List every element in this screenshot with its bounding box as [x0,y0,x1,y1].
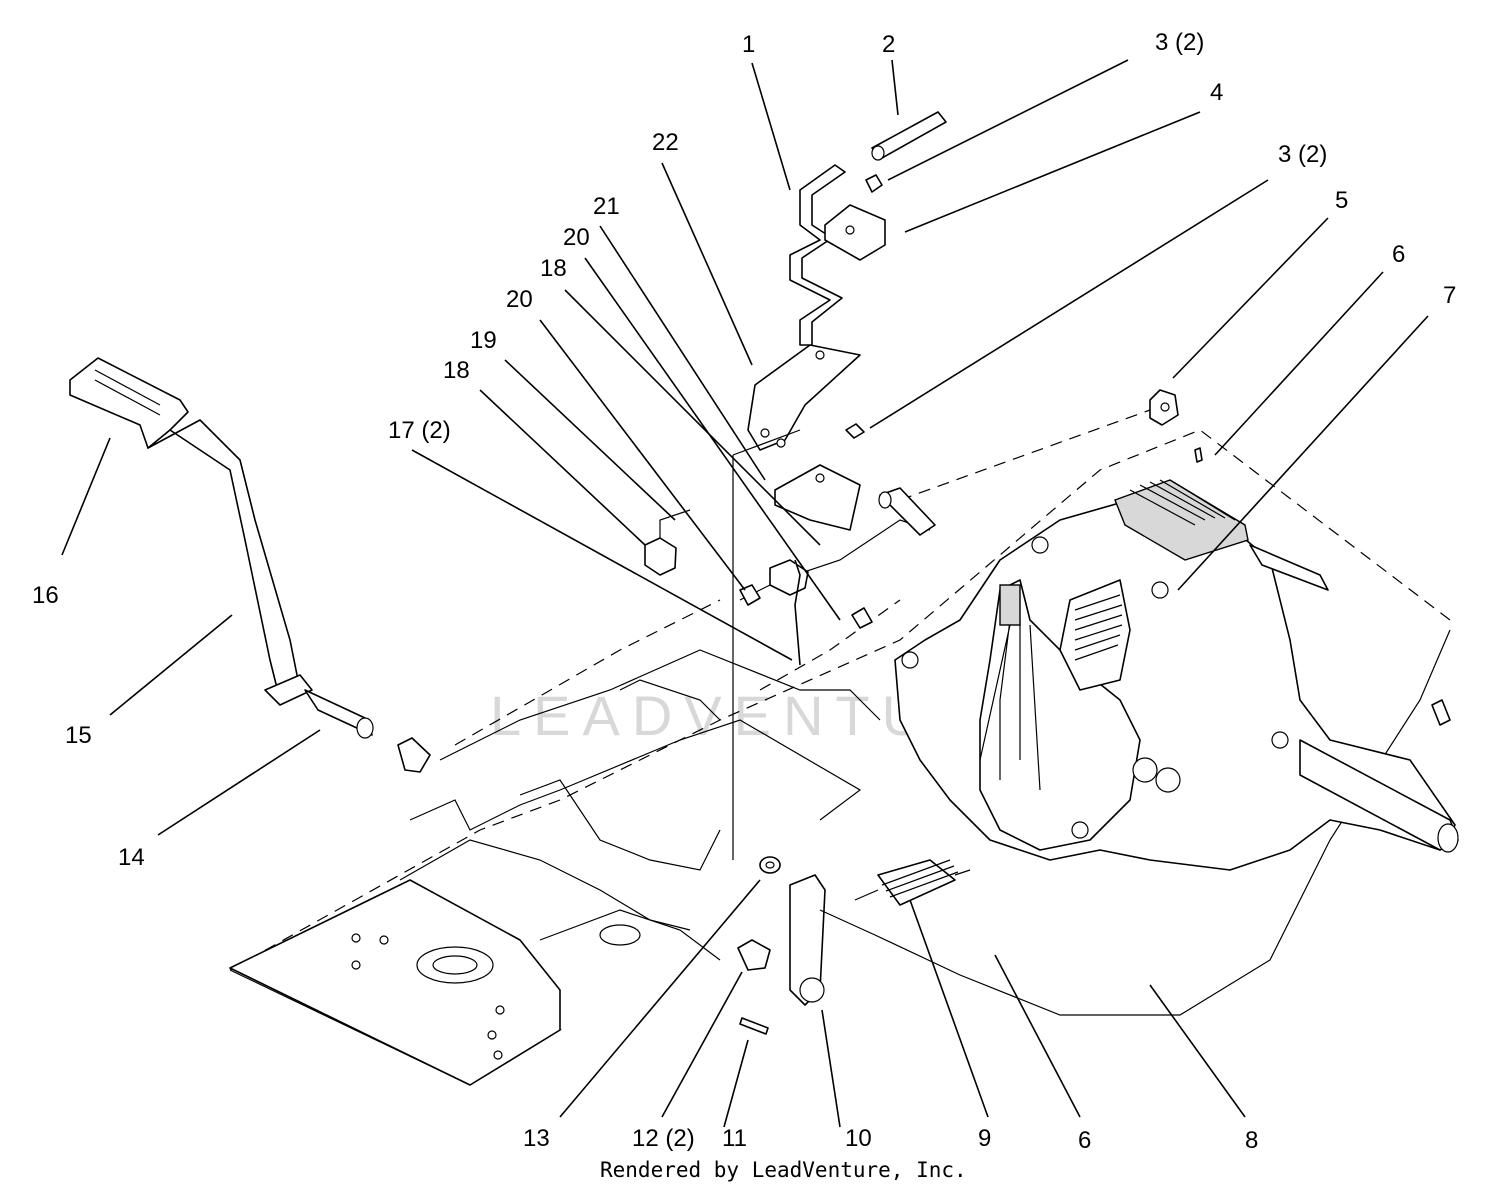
callout-14: 14 [118,844,145,871]
callout-10: 10 [845,1125,872,1152]
mounting-bracket [747,344,861,531]
callout-6-top: 6 [1392,241,1405,268]
callout-12: 12 (2) [632,1125,695,1152]
screw [845,423,865,439]
callout-5: 5 [1335,187,1348,214]
pedal-linkage [737,629,1451,1035]
callout-15: 15 [65,722,92,749]
switch-assembly [644,509,873,666]
bracket-plate [824,174,886,261]
callout-20-top: 20 [563,224,590,251]
callout-3-mid: 3 (2) [1278,141,1327,168]
callout-20-mid: 20 [506,286,533,313]
callout-3-top: 3 (2) [1155,29,1204,56]
callouts: 1 2 3 (2) 4 3 (2) 5 6 7 22 21 20 18 20 1… [32,29,1456,1154]
shift-rod [732,164,846,860]
callout-7: 7 [1443,282,1456,309]
leader-lines [61,59,1429,1128]
callout-11: 11 [722,1125,747,1152]
callout-17: 17 (2) [388,417,451,444]
callout-13: 13 [523,1125,550,1152]
render-credit: Rendered by LeadVenture, Inc. [600,1158,967,1182]
shift-grip [871,111,947,161]
callout-8: 8 [1245,1127,1258,1154]
callout-18-top: 18 [540,255,567,282]
callout-4: 4 [1210,79,1223,106]
callout-19: 19 [470,327,497,354]
brake-pedal [69,357,431,773]
callout-6-bottom: 6 [1078,1127,1091,1154]
callout-9: 9 [978,1125,991,1152]
callout-21: 21 [593,193,620,220]
floor-plate [229,879,641,1086]
callout-1: 1 [742,31,755,58]
callout-18-mid: 18 [443,357,470,384]
transaxle [878,389,1459,871]
callout-22: 22 [652,129,679,156]
callout-2: 2 [882,31,895,58]
callout-16: 16 [32,582,59,609]
